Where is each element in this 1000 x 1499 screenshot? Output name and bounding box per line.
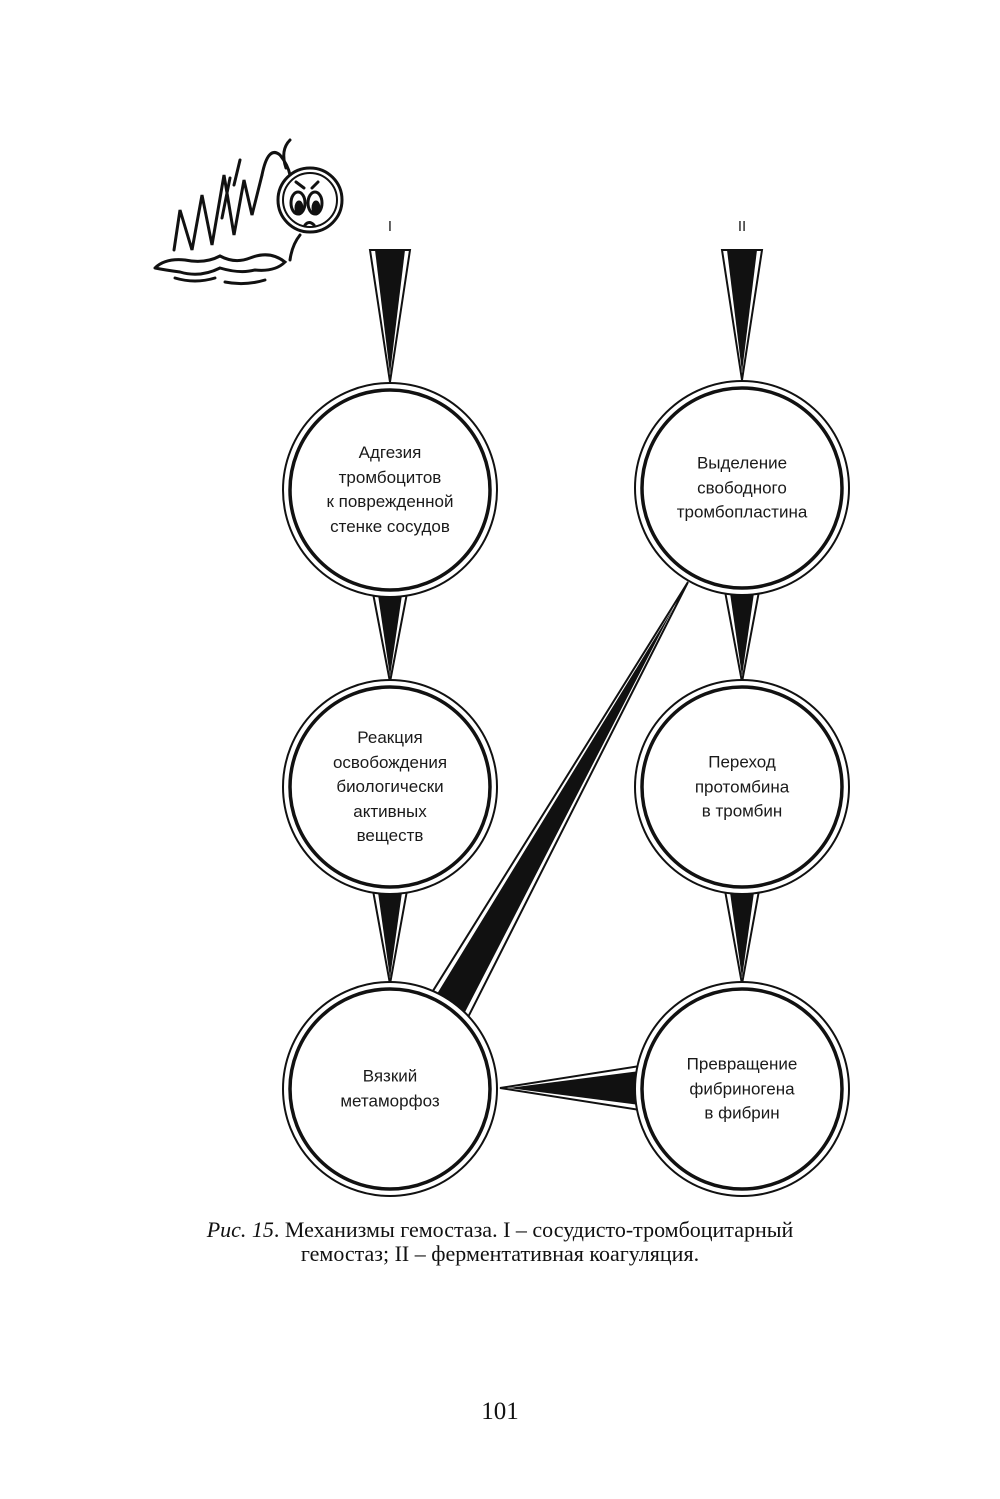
node-fibrinogen-circle: [634, 981, 850, 1197]
node-text: протомбина: [694, 776, 790, 796]
caption-line-2: гемостаз; II – ферментативная коагуляция…: [300, 1241, 700, 1266]
node-text: метаморфоз: [340, 1091, 440, 1110]
node-viscous-metamorphosis: Вязкий метаморфоз: [295, 1065, 485, 1114]
arrow-prothrombin-to-fibrinogen-fill: [729, 885, 755, 979]
node-thromboplastin-circle: [634, 380, 850, 596]
node-prothrombin-circle-inner: [640, 685, 844, 889]
node-text: освобождения: [332, 752, 448, 772]
figure-number: Рис. 15: [206, 1217, 274, 1242]
node-text: Выделение: [696, 453, 788, 473]
node-text: веществ: [356, 825, 424, 845]
cartoon-running-face-icon: [153, 138, 344, 286]
caption-line-1: . Механизмы гемостаза. I – сосудисто-тро…: [273, 1217, 794, 1242]
arrow-adhesion-to-release-fill: [377, 588, 403, 677]
arrow-I-entry-fill: [375, 250, 405, 375]
node-text: свободного: [697, 477, 787, 497]
page-number: 101: [481, 1398, 519, 1425]
node-prothrombin: Переход протомбина в тромбин: [647, 750, 837, 824]
node-text: фибриногена: [689, 1078, 795, 1098]
pathway-label-I: I: [387, 218, 393, 235]
node-fibrinogen: Превращение фибриногена в фибрин: [647, 1052, 837, 1126]
node-adhesion: Адгезия тромбоцитов к поврежденной стенк…: [295, 441, 485, 539]
node-text: Превращение: [686, 1054, 798, 1074]
node-release-circle-inner: [288, 685, 492, 889]
node-thromboplastin-circle-inner: [640, 386, 844, 590]
node-text: Адгезия: [358, 443, 422, 462]
node-prothrombin-circle: [634, 679, 850, 895]
node-adhesion-circle-inner: [288, 388, 492, 592]
node-text: в тромбин: [701, 801, 783, 821]
arrow-II-entry-fill: [727, 250, 757, 373]
arrow-release-to-metamorphosis-fill: [377, 885, 403, 979]
figure-caption: Рис. 15. Механизмы гемостаза. I – сосуди…: [0, 1218, 1000, 1266]
node-text: в фибрин: [704, 1103, 780, 1123]
node-text: Переход: [708, 752, 776, 772]
arrow-thromboplastin-to-prothrombin-fill: [729, 586, 755, 677]
arrow-thromboplastin-to-metamorphosis-fill: [432, 607, 674, 1019]
node-release-reaction: Реакция освобождения биологически активн…: [295, 726, 485, 849]
node-metamorphosis-circle: [282, 981, 498, 1197]
node-text: к поврежденной: [326, 492, 454, 511]
node-text: активных: [353, 801, 427, 821]
node-text: Вязкий: [362, 1066, 418, 1086]
node-text: тромбоцитов: [338, 467, 442, 487]
node-text: Реакция: [357, 727, 423, 747]
node-text: тромбопластина: [676, 502, 808, 522]
node-text: стенке сосудов: [330, 516, 450, 536]
node-text: биологически: [336, 776, 444, 796]
node-adhesion-circle: [282, 382, 498, 598]
arrow-fibrinogen-to-metamorphosis-fill: [508, 1071, 640, 1105]
node-metamorphosis-circle-inner: [288, 987, 492, 1191]
node-fibrinogen-circle-inner: [640, 987, 844, 1191]
node-thromboplastin: Выделение свободного тромбопластина: [647, 451, 837, 525]
pathway-label-II: II: [737, 218, 747, 235]
node-release-circle: [282, 679, 498, 895]
